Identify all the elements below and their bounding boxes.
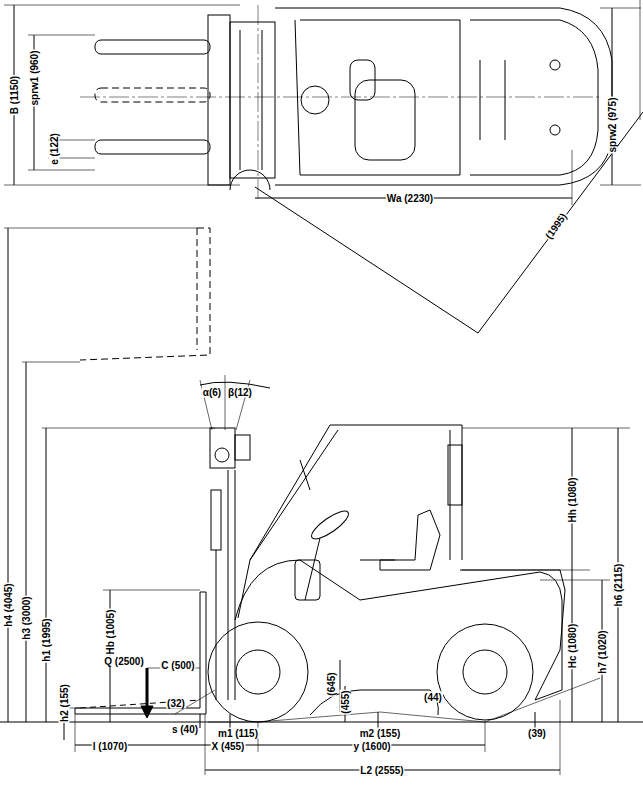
dimension-label: e (122) <box>49 132 60 166</box>
dimension-label: B (1150) <box>9 75 20 115</box>
dimension-label: l (1070) <box>92 741 128 752</box>
dimension-label: α(6) <box>202 387 222 398</box>
dimension-label: h6 (2115) <box>613 563 624 608</box>
dimension-label: (39) <box>527 728 547 739</box>
dimension-label: Hb (1005) <box>105 608 116 655</box>
dimension-label: (1995) <box>543 210 570 242</box>
dimension-label: L2 (2555) <box>359 765 404 776</box>
dimension-label: m1 (115) <box>217 728 259 739</box>
dimension-label: h2 (155) <box>59 683 70 723</box>
dimension-label: C (500) <box>160 660 195 671</box>
dimension-label: X (455) <box>211 741 246 752</box>
dimension-label: s (40) <box>171 724 199 735</box>
dimension-label: Hc (1080) <box>567 623 578 669</box>
dimension-label: h1 (1995) <box>41 617 52 662</box>
dimension-label: Wa (2230) <box>386 193 434 204</box>
dimension-label: Q (2500) <box>103 656 144 667</box>
dimension-label: (44) <box>423 692 443 703</box>
dimension-label: (455) <box>340 689 351 714</box>
dimension-label: m2 (155) <box>359 728 402 739</box>
dimension-label: (32) <box>166 698 186 709</box>
dimension-label: h3 (3000) <box>21 595 32 640</box>
dimension-label: h4 (4045) <box>3 582 14 627</box>
dimension-label: β(12) <box>227 387 253 398</box>
dimension-label: sprw2 (975) <box>607 96 618 153</box>
dimension-label: Hh (1080) <box>567 476 578 523</box>
dimension-label: (645) <box>326 671 337 696</box>
dimension-label: sprw1 (960) <box>29 49 40 106</box>
dimension-label: y (1600) <box>352 741 391 752</box>
dimension-label: h7 (1020) <box>597 629 608 674</box>
